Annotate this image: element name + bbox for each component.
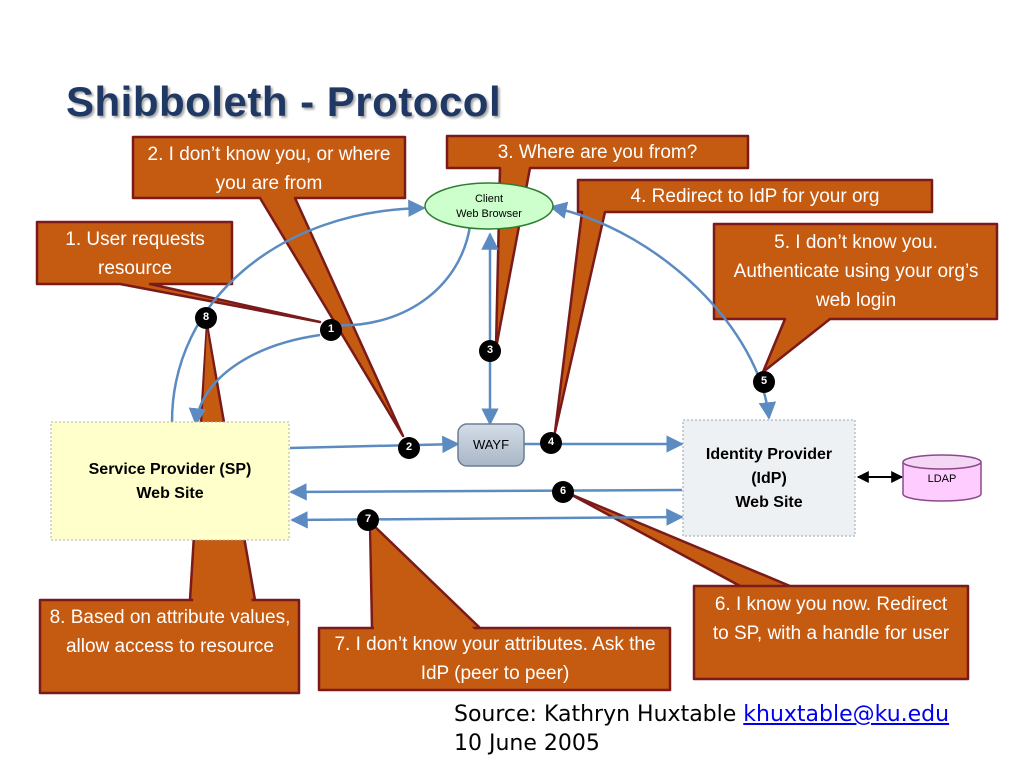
ldap-label: LDAP	[927, 473, 957, 485]
sp-label: Service Provider (SP) Web Site	[51, 458, 289, 506]
callout-6-shape	[568, 492, 970, 681]
arrow-step-1-sp	[188, 333, 321, 426]
step-badge-6	[552, 481, 574, 503]
callout-2-text: 2. I don’t know you, or where you are fr…	[147, 144, 391, 194]
sp-label-line1: Service Provider (SP)	[88, 461, 252, 478]
step-number-1: 1	[327, 323, 335, 335]
wayf-node	[457, 423, 525, 467]
step-number-4: 4	[547, 436, 555, 448]
idp-label-line2: (IdP)	[751, 470, 787, 487]
source-prefix: Source: Kathryn Huxtable	[454, 702, 744, 727]
step-badge-7	[357, 509, 379, 531]
idp-label: Identity Provider (IdP) Web Site	[683, 443, 855, 515]
arrow-step-1	[329, 225, 472, 327]
arrow-step-7	[290, 508, 684, 529]
idp-label-line1: Identity Provider	[705, 446, 833, 463]
client-label: Client Web Browser	[425, 192, 553, 222]
arrow-step-2	[289, 435, 460, 454]
step-badge-5	[753, 371, 775, 393]
client-node	[424, 182, 554, 230]
step-badge-2	[398, 437, 420, 459]
ldap-node	[902, 454, 982, 502]
wayf-label: WAYF	[472, 437, 510, 452]
callout-6-text: 6. I know you now. Redirect to SP, with …	[712, 594, 950, 644]
callout-5-text: 5. I don’t know you. Authenticate using …	[733, 232, 979, 311]
step-badges	[195, 307, 775, 531]
step-number-5: 5	[760, 375, 768, 387]
idp-node	[682, 419, 856, 537]
step-number-2: 2	[405, 441, 413, 453]
arrow-step-8	[170, 199, 426, 423]
callout-3-text: 3. Where are you from?	[497, 142, 698, 163]
step-badge-1	[320, 319, 342, 341]
client-label-line2: Web Browser	[456, 208, 522, 220]
page-title: Shibboleth - Protocol	[66, 78, 502, 125]
callout-4-text: 4. Redirect to IdP for your org	[630, 186, 880, 207]
arrow-step-6	[289, 483, 683, 501]
sp-label-line2: Web Site	[136, 485, 204, 502]
step-badge-3	[479, 340, 501, 362]
client-label-line1: Client	[474, 193, 504, 205]
step-number-7: 7	[364, 513, 372, 525]
step-number-3: 3	[486, 344, 494, 356]
callout-1-text: 1. User requests resource	[65, 229, 205, 279]
callout-7-text: 7. I don’t know your attributes. Ask the…	[334, 634, 656, 684]
callout-8-text: 8. Based on attribute values, allow acce…	[49, 607, 291, 657]
callout-7-shape	[317, 520, 672, 692]
callout-2-shape	[131, 135, 407, 438]
sp-node	[50, 421, 290, 541]
step-badge-4	[540, 432, 562, 454]
step-number-8: 8	[202, 311, 210, 323]
source-email-link[interactable]: khuxtable@ku.edu	[743, 702, 950, 727]
step-badge-8	[195, 307, 217, 329]
step-number-6: 6	[559, 485, 567, 497]
idp-label-line3: Web Site	[735, 494, 803, 511]
source-citation: Source: Kathryn Huxtable khuxtable@ku.ed…	[454, 700, 949, 758]
source-date: 10 June 2005	[454, 731, 600, 756]
callout-1-shape	[35, 220, 322, 324]
